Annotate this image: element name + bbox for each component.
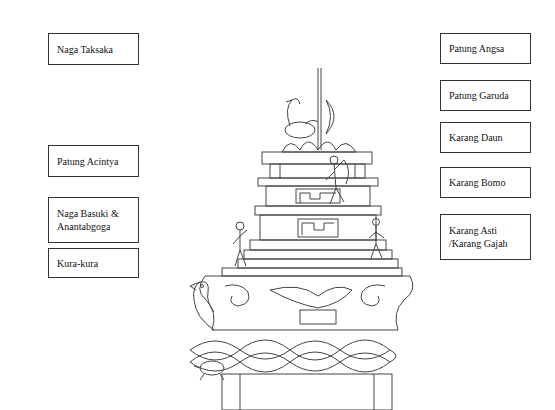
label-box: Karang Asti /Karang Gajah xyxy=(440,214,531,260)
label-box: Patung Acintya xyxy=(48,145,139,177)
label-text: Kura-kura xyxy=(57,257,98,270)
label-box: Naga Taksaka xyxy=(48,33,139,65)
label-text: Karang Asti /Karang Gajah xyxy=(449,224,522,250)
label-box: Karang Bomo xyxy=(440,167,531,198)
label-text: Patung Angsa xyxy=(449,42,504,55)
label-text: Karang Daun xyxy=(449,131,503,144)
label-box: Patung Angsa xyxy=(440,33,531,64)
label-box: Patung Garuda xyxy=(440,80,531,111)
label-text: Naga Basuki & Anantabgoga xyxy=(57,207,130,233)
label-text: Karang Bomo xyxy=(449,176,505,189)
label-box: Naga Basuki & Anantabgoga xyxy=(48,197,139,243)
label-text: Patung Garuda xyxy=(449,89,509,102)
label-text: Patung Acintya xyxy=(57,155,118,168)
label-box: Karang Daun xyxy=(440,122,531,153)
label-text: Naga Taksaka xyxy=(57,43,113,56)
label-box: Kura-kura xyxy=(48,248,139,278)
